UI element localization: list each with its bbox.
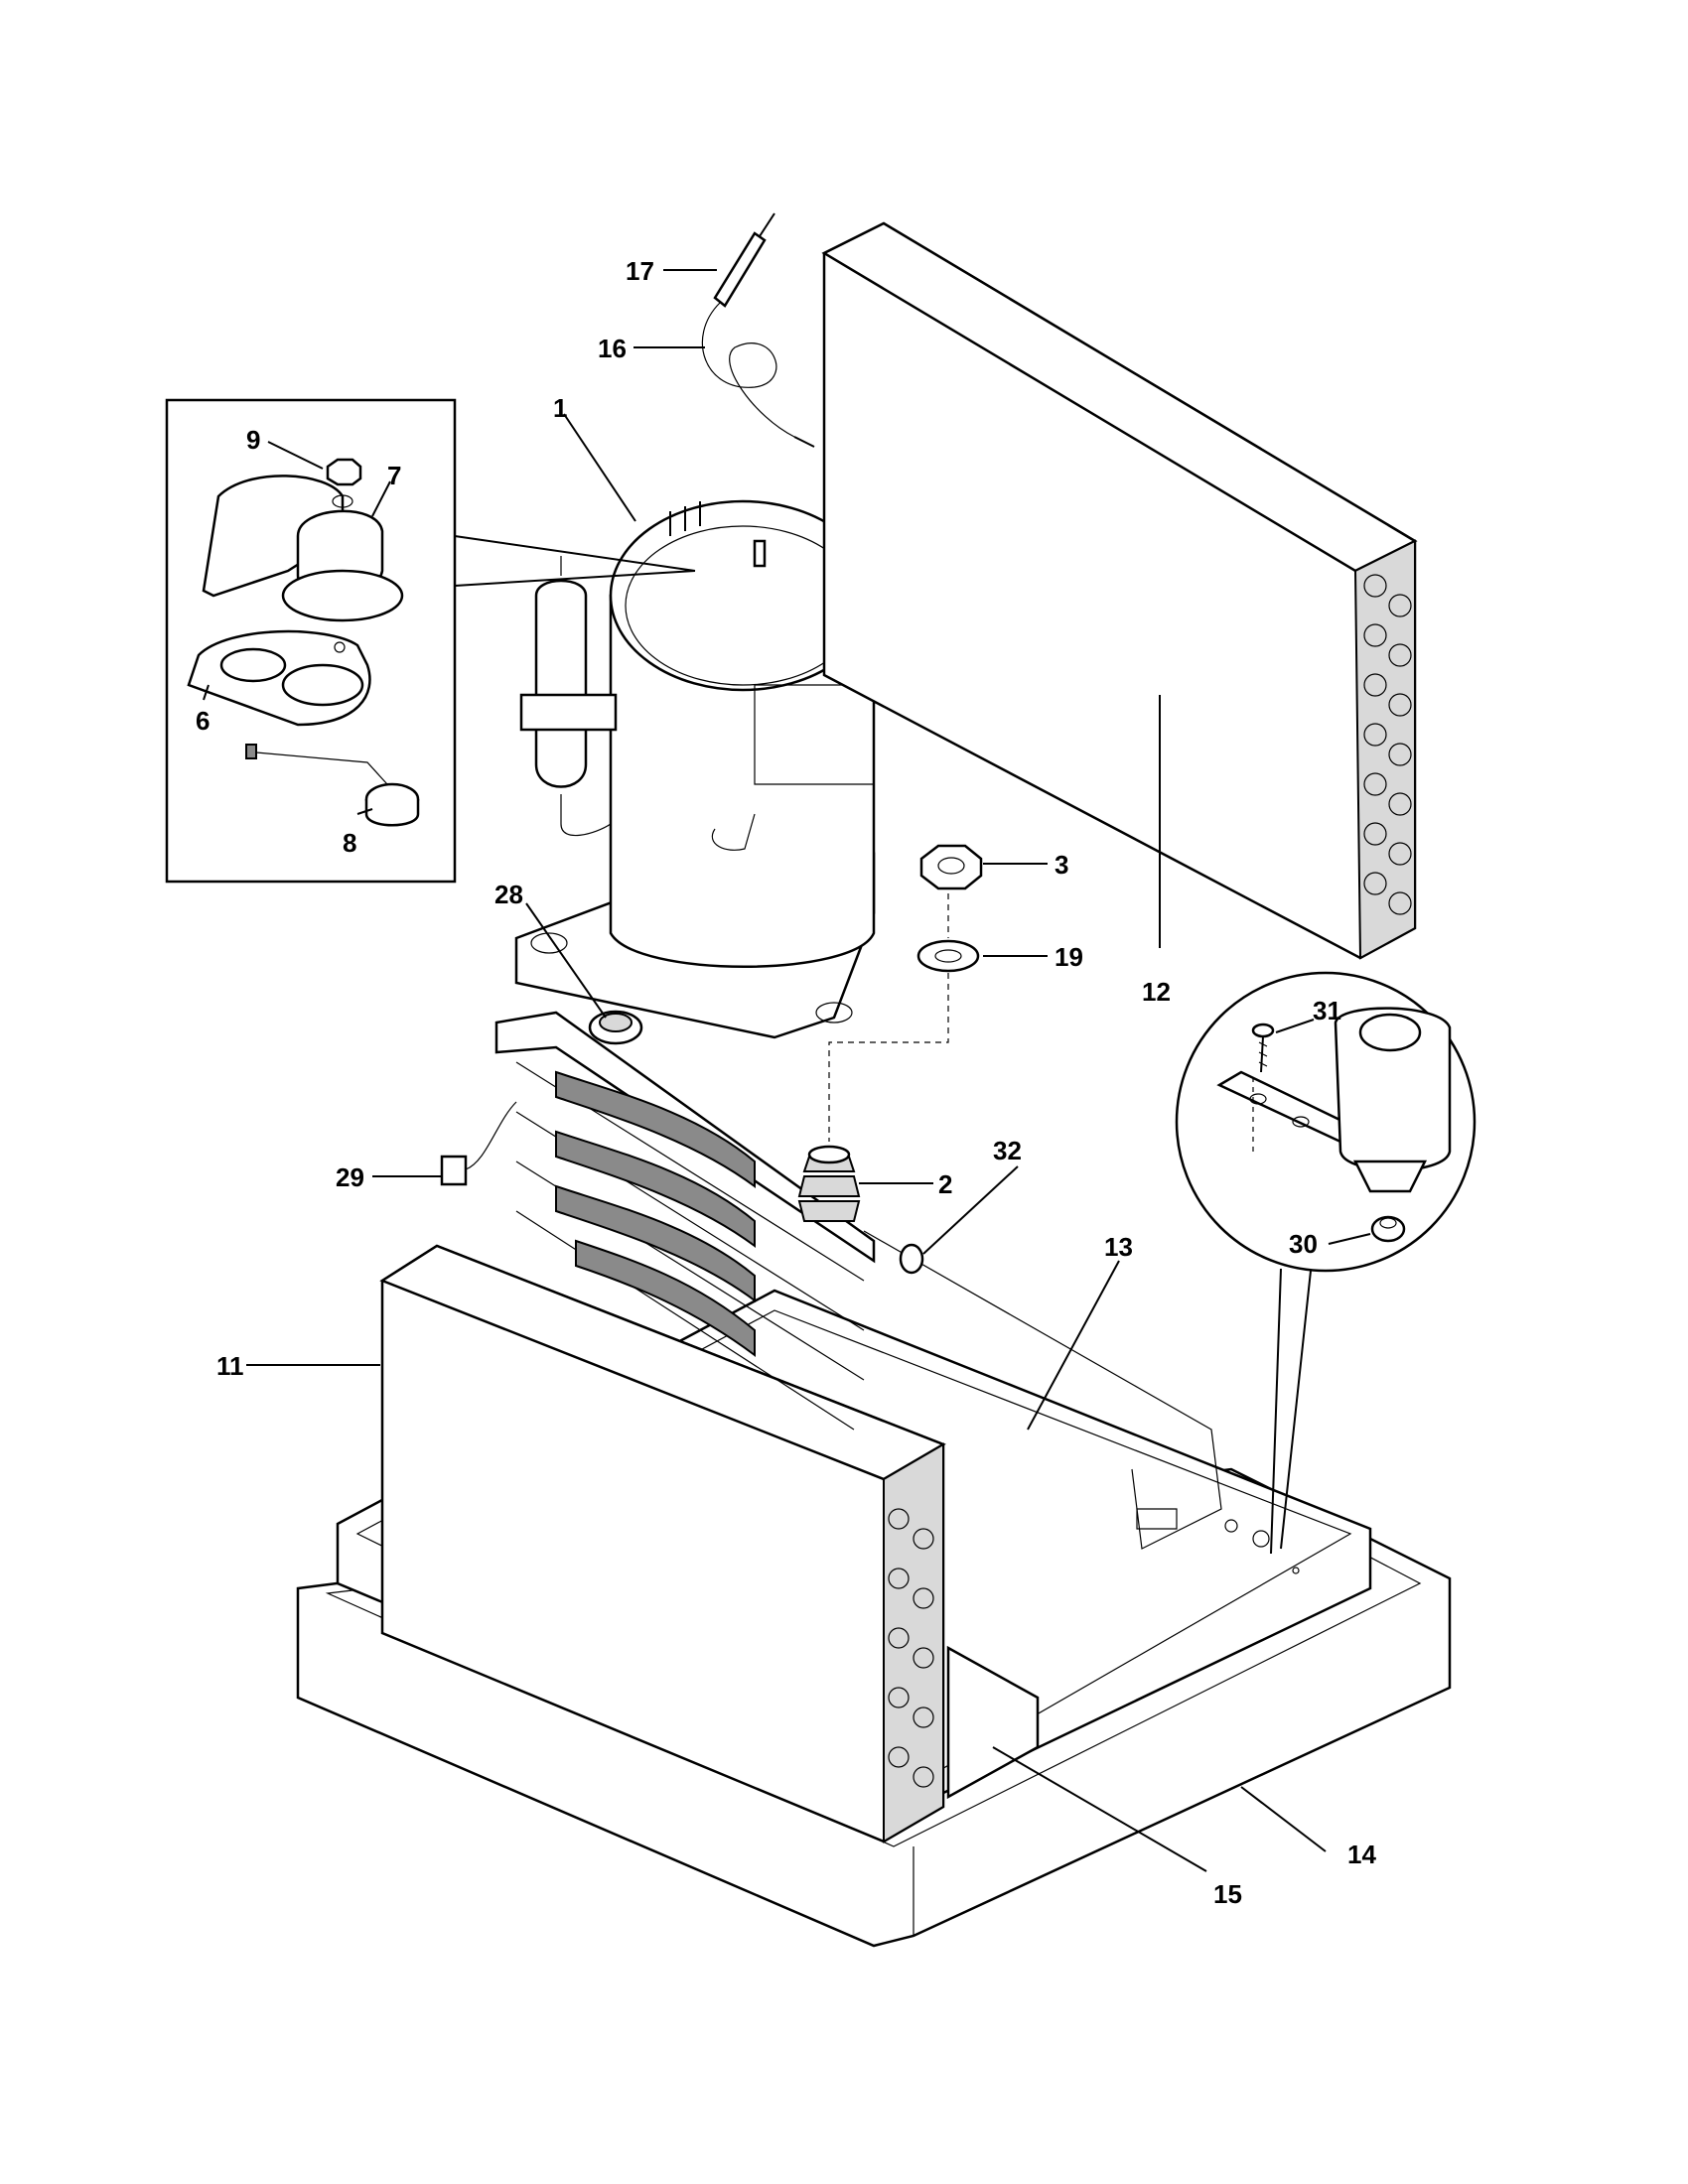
callout-labels: 17 16 1 9 7 6 8 28 3 19 12 31 29 2 32 30… bbox=[196, 256, 1376, 1909]
callout-15: 15 bbox=[1213, 1879, 1242, 1909]
callout-14: 14 bbox=[1347, 1840, 1376, 1869]
callout-12: 12 bbox=[1142, 977, 1171, 1007]
condenser-coil bbox=[821, 221, 1418, 960]
heater-thermostat bbox=[588, 1010, 643, 1045]
overload-cover bbox=[202, 475, 404, 622]
condenser-return-bends bbox=[1363, 574, 1412, 915]
callout-17: 17 bbox=[626, 256, 654, 286]
callout-7: 7 bbox=[387, 461, 401, 490]
heater-assembly bbox=[440, 1010, 924, 1431]
callout-13: 13 bbox=[1104, 1232, 1133, 1262]
leader-lines bbox=[203, 269, 1371, 1872]
capillary-tube bbox=[701, 302, 815, 448]
overload-protector bbox=[245, 744, 420, 827]
overload-detail-inset bbox=[165, 398, 696, 884]
callout-11: 11 bbox=[216, 1351, 244, 1381]
callout-29: 29 bbox=[336, 1162, 364, 1192]
callout-28: 28 bbox=[494, 880, 523, 909]
evaporator-coil bbox=[379, 1244, 946, 1843]
solenoid-coil bbox=[1334, 1007, 1452, 1193]
callout-16: 16 bbox=[598, 334, 627, 363]
callout-8: 8 bbox=[343, 828, 356, 858]
heater-bushing bbox=[899, 1243, 924, 1275]
callout-31: 31 bbox=[1313, 996, 1341, 1025]
solenoid-screw bbox=[1251, 1023, 1275, 1073]
overload-nut bbox=[326, 458, 362, 486]
compressor bbox=[514, 499, 877, 1039]
callout-3: 3 bbox=[1055, 850, 1068, 880]
callout-30: 30 bbox=[1289, 1229, 1318, 1259]
heater-connector bbox=[440, 1101, 517, 1186]
overload-gasket bbox=[187, 629, 371, 727]
solenoid-detail-inset bbox=[1175, 971, 1477, 1555]
thermostat-bulb bbox=[713, 212, 775, 308]
evaporator-return-bends bbox=[888, 1508, 934, 1788]
solenoid-plunger bbox=[1370, 1215, 1406, 1243]
accumulator bbox=[519, 556, 618, 837]
callout-32: 32 bbox=[993, 1136, 1022, 1165]
mounting-washer bbox=[916, 939, 980, 973]
mounting-nut bbox=[919, 844, 983, 890]
callout-2: 2 bbox=[938, 1169, 952, 1199]
callout-1: 1 bbox=[553, 393, 567, 423]
compressor-grommet bbox=[797, 1145, 861, 1222]
callout-6: 6 bbox=[196, 706, 210, 736]
callout-9: 9 bbox=[246, 425, 260, 455]
callout-19: 19 bbox=[1055, 942, 1083, 972]
